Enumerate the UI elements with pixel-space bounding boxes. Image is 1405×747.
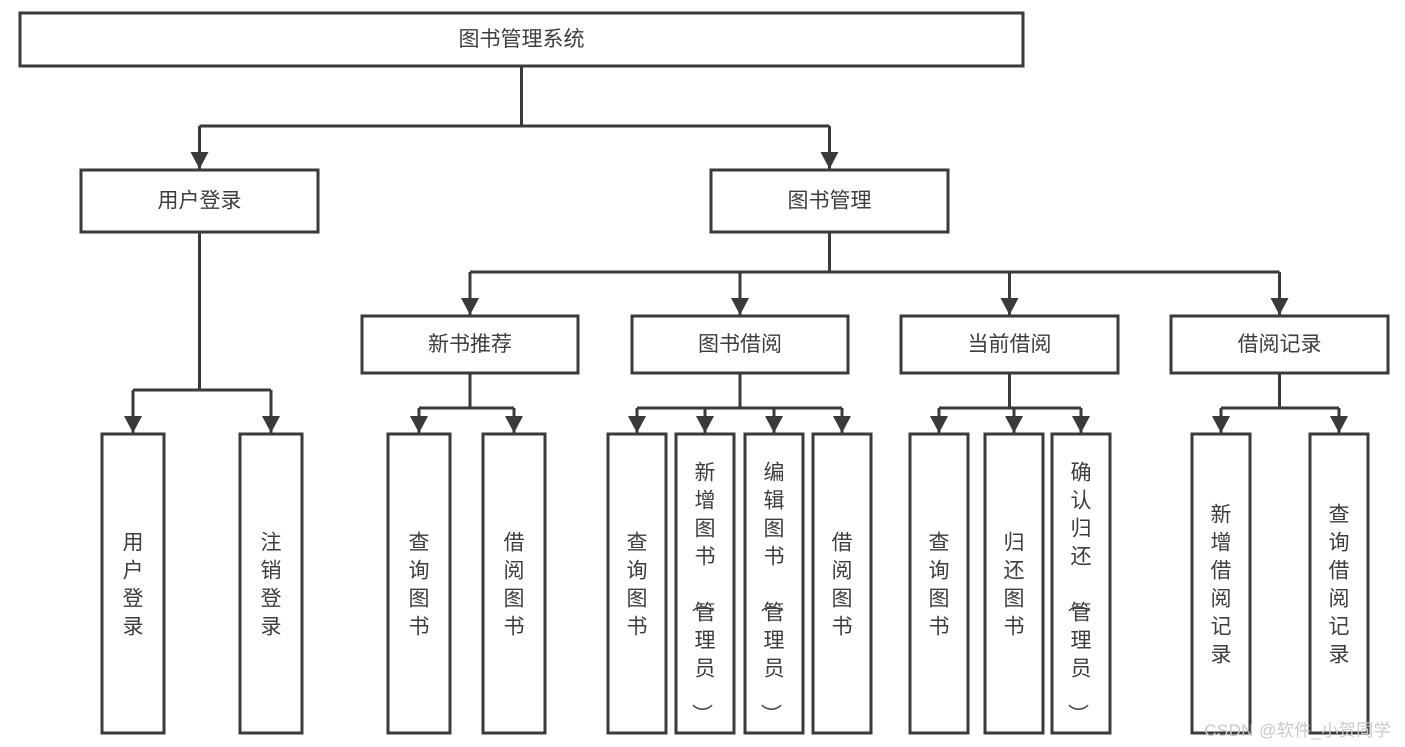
node-leaf-user-login[interactable]: 用户登录 [100, 432, 166, 735]
arrow-head-icon [696, 416, 714, 433]
node-leaf-user-logout[interactable]: 注销登录 [238, 432, 304, 735]
node-label: 当前借阅 [968, 333, 1052, 356]
arrow-head-icon [833, 416, 851, 433]
node-box [674, 432, 736, 735]
node-label: 新增图书（管理员） [690, 462, 716, 725]
node-leaf-query-book-1[interactable]: 查询图书 [386, 432, 452, 735]
node-box [18, 11, 1025, 68]
node-box [386, 432, 452, 735]
node-label: 新书推荐 [428, 333, 512, 356]
node-box [360, 314, 580, 375]
arrow-head-icon [410, 416, 428, 433]
node-label: 确认归还（管理员） [1066, 462, 1092, 725]
node-box [709, 168, 950, 234]
node-label: 归还图书 [1004, 532, 1025, 639]
node-label: 借阅图书 [504, 532, 525, 639]
node-label: 查询借阅记录 [1329, 504, 1350, 667]
node-current-borrow[interactable]: 当前借阅 [899, 314, 1120, 375]
node-leaf-query-book-2[interactable]: 查询图书 [606, 432, 668, 735]
arrow-head-icon [1270, 298, 1289, 315]
node-leaf-confirm-return[interactable]: 确认归还（管理员） [1050, 432, 1112, 735]
node-label: 新增借阅记录 [1211, 504, 1232, 667]
node-leaf-add-book[interactable]: 新增图书（管理员） [674, 432, 736, 735]
node-book-borrow[interactable]: 图书借阅 [630, 314, 850, 375]
node-new-book-rec[interactable]: 新书推荐 [360, 314, 580, 375]
node-label: 图书管理系统 [459, 28, 585, 51]
arrow-head-icon [505, 416, 523, 433]
node-box [1308, 432, 1370, 735]
node-label: 查询图书 [627, 532, 648, 639]
arrow-head-icon [262, 416, 280, 433]
arrow-head-icon [820, 152, 839, 169]
node-leaf-add-record[interactable]: 新增借阅记录 [1190, 432, 1252, 735]
node-box [908, 432, 970, 735]
arrow-head-icon [1072, 416, 1090, 433]
node-label: 编辑图书（管理员） [759, 462, 785, 725]
arrow-head-icon [1330, 416, 1348, 433]
arrow-head-icon [765, 416, 783, 433]
node-label: 图书管理 [788, 190, 872, 213]
node-label: 借阅图书 [832, 532, 853, 639]
node-leaf-query-book-3[interactable]: 查询图书 [908, 432, 970, 735]
node-user-login[interactable]: 用户登录 [79, 168, 320, 234]
arrow-head-icon [731, 298, 749, 315]
node-box [481, 432, 547, 735]
node-leaf-edit-book[interactable]: 编辑图书（管理员） [743, 432, 805, 735]
arrow-head-icon [124, 416, 142, 433]
node-box [238, 432, 304, 735]
node-layer: 图书管理系统用户登录图书管理新书推荐图书借阅当前借阅借阅记录用户登录注销登录查询… [18, 11, 1390, 735]
node-leaf-borrow-book-2[interactable]: 借阅图书 [811, 432, 873, 735]
node-box [743, 432, 805, 735]
arrow-head-icon [1000, 298, 1019, 315]
node-box [606, 432, 668, 735]
node-root[interactable]: 图书管理系统 [18, 11, 1025, 68]
node-label: 借阅记录 [1238, 333, 1322, 356]
arrow-head-icon [1212, 416, 1230, 433]
node-box [1050, 432, 1112, 735]
arrow-head-icon [461, 298, 479, 315]
node-label: 图书借阅 [698, 333, 782, 356]
node-leaf-query-record[interactable]: 查询借阅记录 [1308, 432, 1370, 735]
node-box [100, 432, 166, 735]
node-box [630, 314, 850, 375]
node-box [811, 432, 873, 735]
node-label: 注销登录 [261, 532, 282, 639]
node-leaf-return-book[interactable]: 归还图书 [983, 432, 1045, 735]
connector-layer [124, 66, 1348, 433]
node-label: 用户登录 [123, 532, 144, 639]
node-label: 用户登录 [158, 190, 242, 213]
node-label: 查询图书 [409, 532, 430, 639]
node-borrow-record[interactable]: 借阅记录 [1169, 314, 1390, 375]
node-box [899, 314, 1120, 375]
arrow-head-icon [1005, 416, 1023, 433]
node-box [1169, 314, 1390, 375]
node-box [1190, 432, 1252, 735]
arrow-head-icon [190, 152, 209, 169]
arrow-head-icon [930, 416, 948, 433]
node-box [79, 168, 320, 234]
arrow-head-icon [628, 416, 646, 433]
node-leaf-borrow-book-1[interactable]: 借阅图书 [481, 432, 547, 735]
node-label: 查询图书 [929, 532, 950, 639]
node-book-manage[interactable]: 图书管理 [709, 168, 950, 234]
node-box [983, 432, 1045, 735]
